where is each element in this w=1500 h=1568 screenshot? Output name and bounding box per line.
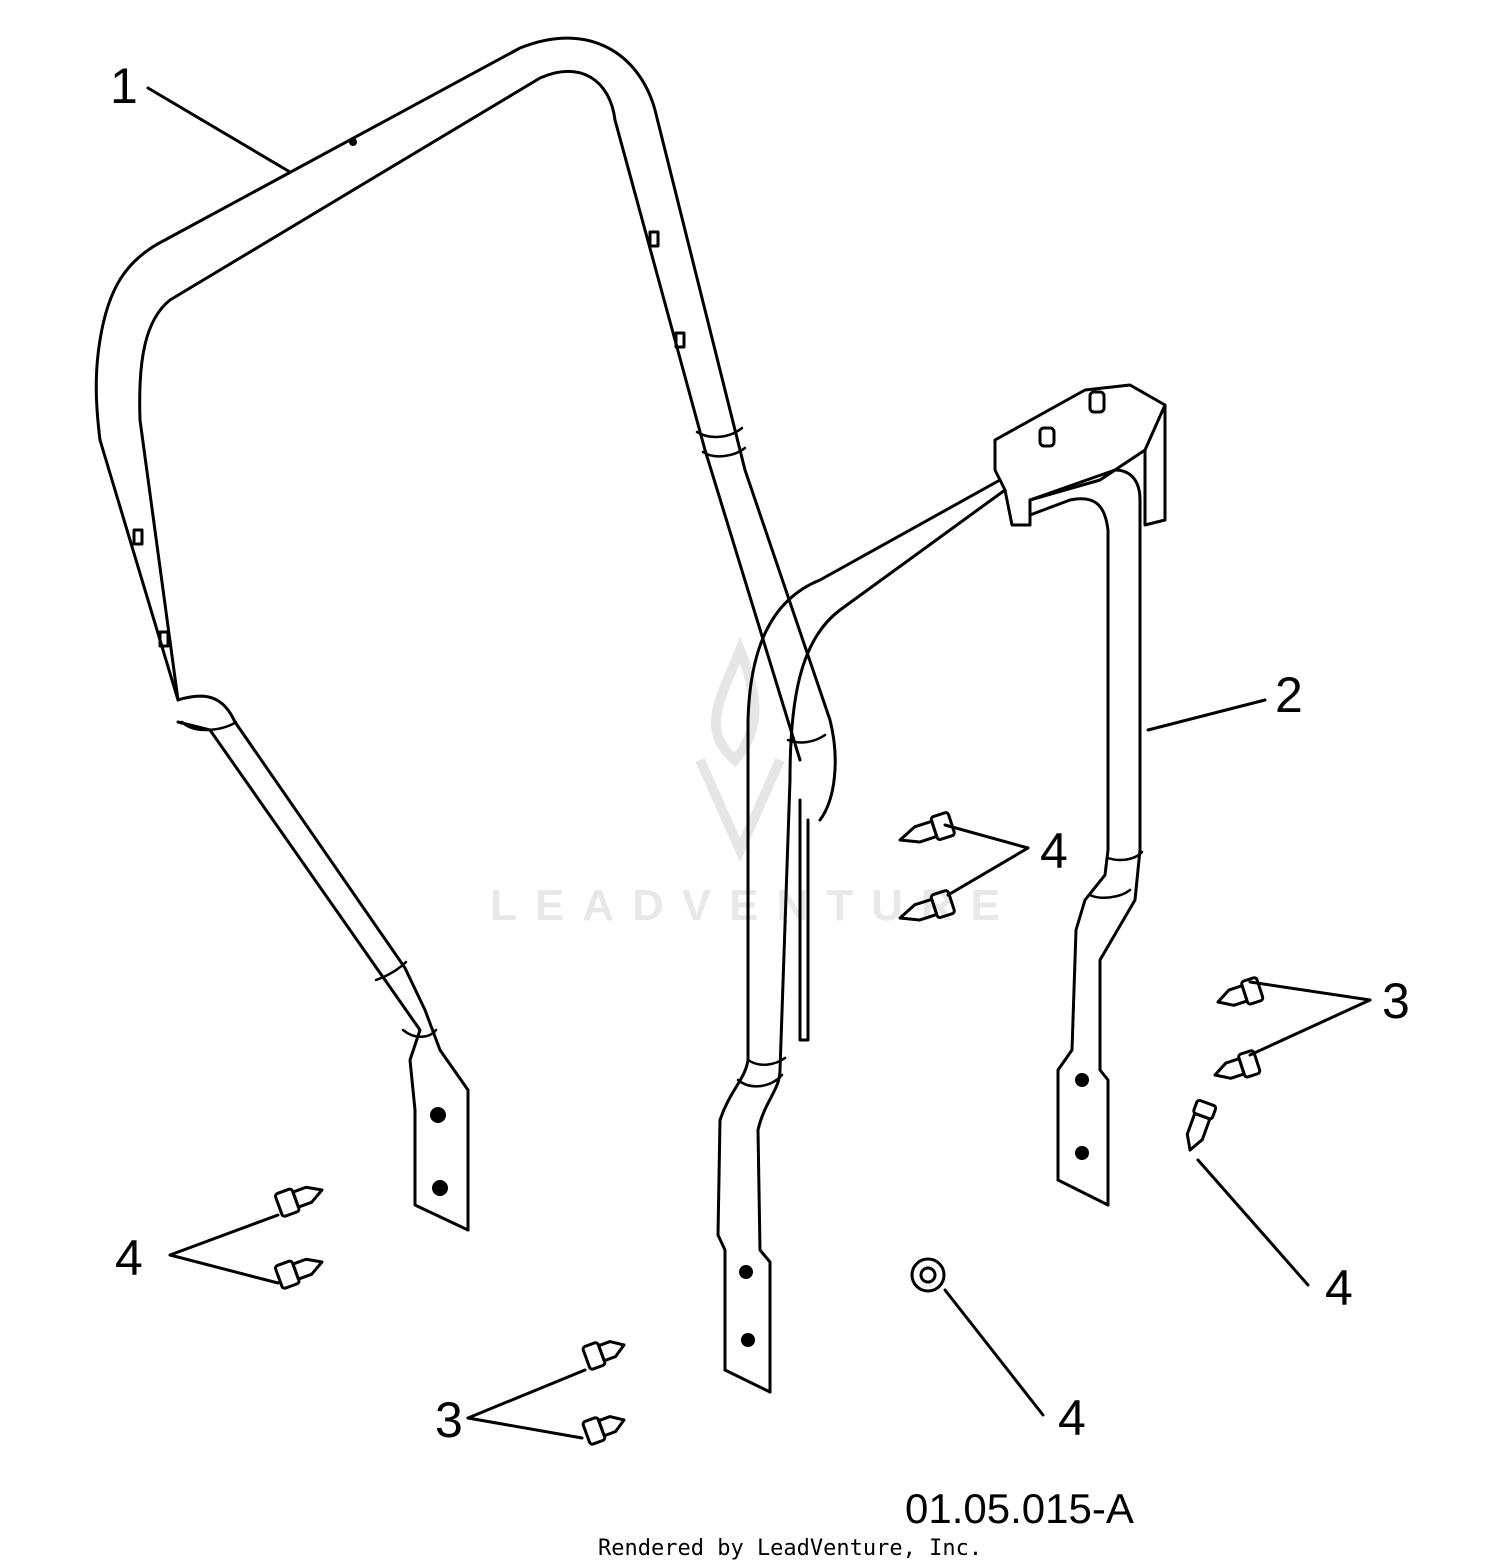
part-1-hole-upper (430, 1107, 446, 1123)
credit-text: Rendered by LeadVenture, Inc. (598, 1536, 982, 1561)
part-2-left-hole-upper (739, 1265, 753, 1279)
watermark-logo-icon (695, 636, 785, 863)
part-1-rivet (349, 138, 357, 146)
nut-icon (910, 1257, 946, 1293)
callout-4-bottom: 4 (1058, 1390, 1086, 1446)
hardware (274, 811, 1265, 1446)
callout-4-center: 4 (1040, 823, 1068, 879)
bolt-icon (898, 889, 956, 922)
bolt-icon (898, 811, 956, 844)
bolt-icon (274, 1185, 324, 1218)
callout-4-left: 4 (115, 1230, 143, 1286)
part-1-frame (94, 36, 837, 1232)
callout-1: 1 (110, 58, 138, 114)
bolt-icon (1213, 1049, 1262, 1080)
part-1-hole-lower (432, 1180, 448, 1196)
bolt-icon (274, 1257, 324, 1290)
callout-3-bottom: 3 (435, 1392, 463, 1448)
bolt-icon (581, 1415, 626, 1446)
part-2-right-hole-upper (1075, 1073, 1089, 1087)
leader-lines (146, 86, 1372, 1440)
bolt-icon (1185, 1098, 1218, 1152)
part-2-right-hole-lower (1075, 1146, 1089, 1160)
watermark: LEADVENTURE (490, 636, 1018, 930)
callouts: 1 2 3 3 4 4 4 4 (110, 58, 1410, 1448)
part-2-frame (716, 383, 1167, 1394)
part-2-left-hole-lower (741, 1333, 755, 1347)
callout-3-right: 3 (1382, 973, 1410, 1029)
drawing-number: 01.05.015-A (905, 1485, 1134, 1532)
callout-2: 2 (1275, 667, 1303, 723)
bolt-icon (1216, 976, 1265, 1007)
watermark-text: LEADVENTURE (490, 881, 1018, 930)
callout-4-right: 4 (1325, 1260, 1353, 1316)
bolt-icon (581, 1340, 626, 1371)
